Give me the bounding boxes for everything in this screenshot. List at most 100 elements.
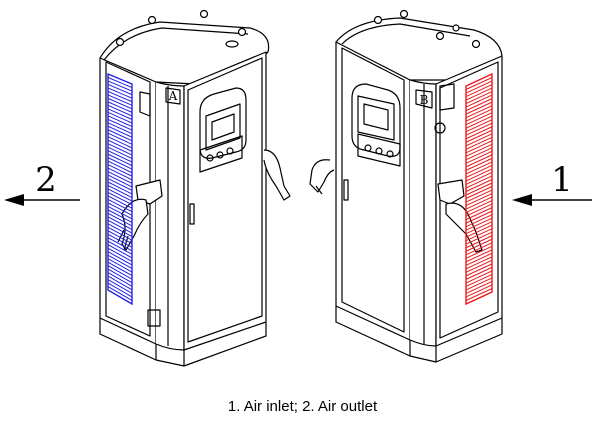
vent-slat [107,258,133,273]
vent-slat [107,268,133,284]
vent-slat [107,195,133,209]
vent-slat [465,157,493,171]
vent-slat [107,146,133,159]
vent-slat [465,224,493,238]
vent-slat [107,111,133,124]
vent-slat [107,118,133,131]
figure-caption: 1. Air inlet; 2. Air outlet [227,398,378,415]
vent-slat [107,240,133,255]
vent-slat [465,196,493,210]
vent-slat [465,231,493,245]
vent-slat [465,256,493,270]
vent-slat [465,273,493,287]
vent-slat [107,275,133,291]
air-outlet-vent [107,72,133,306]
vent-slat [465,259,493,273]
air-outlet-arrow [4,194,80,206]
vent-slat [465,277,493,291]
vent-slat [107,254,133,269]
vent-slat [465,179,493,192]
vent-frame [107,72,133,306]
cabinet-a-label: A [168,89,178,103]
vent-slat [465,126,493,140]
vent-slat [107,286,133,301]
vent-slat [465,87,493,101]
vent-slat [107,174,133,188]
vent-slat [107,205,133,220]
vent-slat [465,189,493,203]
vent-slat [107,115,133,128]
vent-slat [107,212,133,227]
vent-slat [107,219,133,234]
vent-slat [465,80,493,94]
vent-slat [465,249,493,263]
vent-slat [465,143,493,157]
vent-slat [107,226,133,241]
vent-slat [465,182,493,196]
vent-slat [465,245,493,259]
vent-slat [107,251,133,266]
vent-slat [107,192,133,206]
vent-slat [107,282,133,298]
vent-slat [465,129,493,143]
vent-slat [465,115,493,129]
vent-slat [465,98,493,112]
vent-slat [107,247,133,262]
vent-slat [465,266,493,280]
vent-slat [465,84,493,98]
vent-slat [107,108,133,120]
vent-slat [465,221,493,235]
vent-slat [107,122,133,135]
vent-slat [465,147,493,161]
vent-slat [107,132,133,145]
vent-slat [465,217,493,231]
vent-slat [107,139,133,152]
vent-slat [107,198,133,213]
vent-slat [107,185,133,198]
vent-slat [107,261,133,277]
vent-slat [107,223,133,238]
vent-slat [107,244,133,259]
air-inlet-arrow [512,194,592,206]
vent-slat [465,133,493,147]
cabinet-b-label: B [420,93,429,107]
vent-slat [107,153,133,167]
vent-slat [465,207,493,221]
vent-slat [465,270,493,284]
vent-slat [465,161,493,175]
vent-slat [465,105,493,119]
vent-slat [465,284,493,298]
vent-slat [465,242,493,256]
vent-slat [465,140,493,154]
lifting-eyes-a [115,9,247,48]
vent-slat [465,168,493,182]
vent-slat [465,200,493,214]
vent-slat [465,214,493,228]
vent-slat [107,188,133,202]
vent-slat [107,237,133,252]
vent-slat [465,122,493,136]
vent-slat [107,143,133,156]
vent-slat [465,252,493,266]
vent-slat [107,272,133,287]
vent-slat [465,150,493,164]
vent-slat [465,136,493,150]
vent-slat [107,216,133,230]
vent-slat [107,233,133,248]
vent-slat [465,193,493,207]
vent-slat [107,209,133,223]
vent-slat [107,87,133,99]
vent-slat [465,94,493,108]
air-inlet-vent [465,72,493,306]
vent-slat [465,280,493,294]
vent-slat [465,164,493,178]
vent-frame [465,72,493,306]
vent-slat [465,235,493,249]
vent-slat [107,150,133,163]
vent-slat [107,94,133,106]
vent-slat [465,203,493,217]
vent-slat [465,119,493,133]
vent-slat [107,178,133,191]
inlet-number-label: 1 [551,160,573,200]
